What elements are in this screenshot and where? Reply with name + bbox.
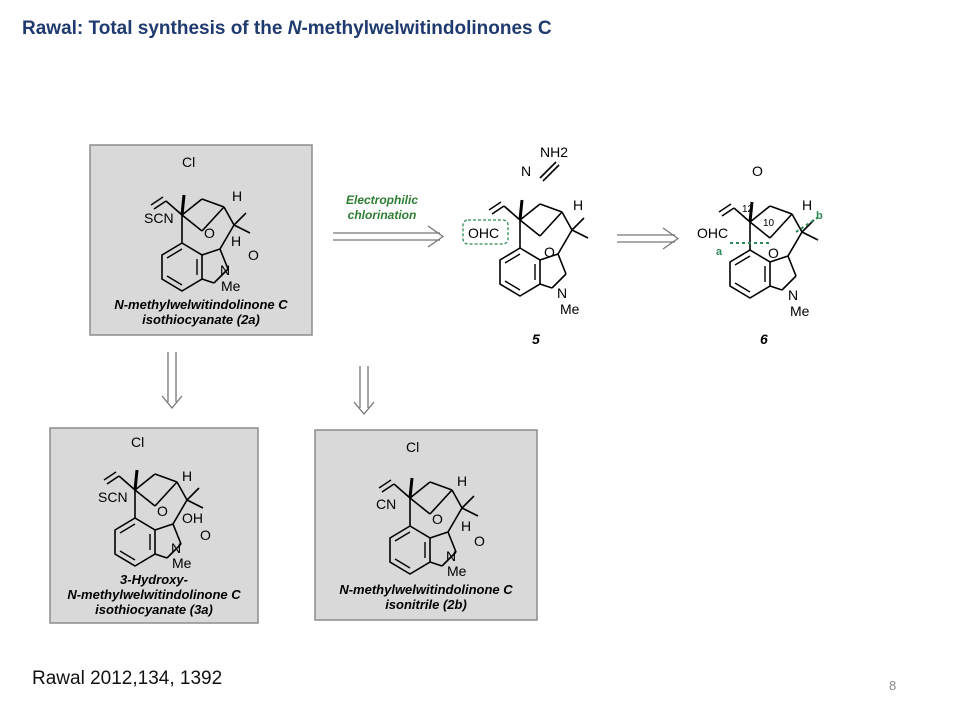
atom-h-5: H bbox=[573, 197, 583, 213]
citation: Rawal 2012,134, 1392 bbox=[32, 668, 223, 689]
compound-3a-name-1: 3-Hydroxy- bbox=[120, 572, 188, 587]
compound-5-structure bbox=[487, 198, 590, 298]
title-suffix: -methylwelwitindolinones C bbox=[301, 18, 552, 39]
reagent-line-1: Electrophilic bbox=[346, 193, 418, 207]
title-prefix: Rawal: Total synthesis of the bbox=[22, 18, 288, 39]
compound-2b: Cl H CN O H O N Me N-methylwelwitindolin… bbox=[314, 429, 538, 621]
atom-h2-2b: H bbox=[461, 518, 471, 534]
atom-o2: O bbox=[248, 247, 259, 263]
atom-h-6: H bbox=[802, 197, 812, 213]
atom-cn-2b: CN bbox=[376, 496, 396, 512]
atom-h-3a: H bbox=[182, 468, 192, 484]
compound-2a: Cl H SCN O H O N Me N-methylwelwitindoli… bbox=[89, 144, 313, 336]
atom-cl-3a: Cl bbox=[131, 434, 144, 450]
atom-o-5: O bbox=[544, 244, 555, 260]
atom-num-12: 12 bbox=[742, 204, 754, 215]
atom-ohc-6: OHC bbox=[697, 225, 728, 241]
atom-n: N bbox=[220, 262, 230, 278]
arrow-5-to-6 bbox=[617, 227, 680, 250]
compound-2a-box bbox=[89, 144, 313, 336]
atom-o2-2b: O bbox=[474, 533, 485, 549]
atom-o-3a: O bbox=[157, 503, 168, 519]
atom-scn: SCN bbox=[144, 210, 174, 226]
atom-o-6-top: O bbox=[752, 163, 763, 179]
compound-5: N NH2 OHC O H N Me 5 bbox=[462, 144, 590, 347]
atom-n-hydrazone: N bbox=[521, 163, 531, 179]
compound-3a-box bbox=[49, 427, 259, 624]
compound-3a: Cl H SCN O OH O N Me 3-Hydroxy- N-methyl… bbox=[49, 427, 259, 624]
atom-n-6: N bbox=[788, 287, 798, 303]
atom-o: O bbox=[204, 225, 215, 241]
atom-num-10: 10 bbox=[763, 218, 775, 229]
reagent-line-2: chlorination bbox=[348, 208, 417, 222]
arrow-2a-to-3a bbox=[161, 352, 183, 410]
cleave-mark-b bbox=[795, 215, 821, 233]
atom-h2: H bbox=[231, 233, 241, 249]
atom-o-2b: O bbox=[432, 511, 443, 527]
atom-o2-3a: O bbox=[200, 527, 211, 543]
compound-6: O 12 10 H OHC O N Me a b 6 bbox=[697, 163, 823, 347]
page-number: 8 bbox=[889, 678, 897, 693]
compound-3a-name-3: isothiocyanate (3a) bbox=[95, 602, 213, 617]
atom-o-6: O bbox=[768, 245, 779, 261]
atom-cl-2b: Cl bbox=[406, 439, 419, 455]
atom-me-2b: Me bbox=[447, 563, 467, 579]
compound-6-label: 6 bbox=[760, 331, 768, 347]
atom-n-3a: N bbox=[171, 540, 181, 556]
compound-5-label: 5 bbox=[532, 331, 540, 347]
compound-2b-box bbox=[314, 429, 538, 621]
compound-2a-name-1: N-methylwelwitindolinone C bbox=[114, 297, 288, 312]
atom-n-2b: N bbox=[446, 548, 456, 564]
atom-n-5: N bbox=[557, 285, 567, 301]
compound-2b-name-2: isonitrile (2b) bbox=[385, 597, 467, 612]
compound-2a-name-2: isothiocyanate (2a) bbox=[142, 312, 260, 327]
atom-cl: Cl bbox=[182, 154, 195, 170]
arrow-2a-to-5 bbox=[333, 225, 445, 248]
atom-me-6: Me bbox=[790, 303, 810, 319]
atom-nh2: NH2 bbox=[540, 144, 568, 160]
compound-2b-name-1: N-methylwelwitindolinone C bbox=[339, 582, 513, 597]
formyl-highlight bbox=[462, 219, 509, 245]
atom-me-3a: Me bbox=[172, 555, 192, 571]
atom-ohc: OHC bbox=[468, 225, 499, 241]
title-italic: N bbox=[287, 18, 302, 39]
atom-scn-3a: SCN bbox=[98, 489, 128, 505]
atom-me: Me bbox=[221, 278, 241, 294]
arrow-2a-to-2b bbox=[353, 366, 375, 416]
compound-3a-name-2: N-methylwelwitindolinone C bbox=[67, 587, 241, 602]
atom-h-2b: H bbox=[457, 473, 467, 489]
slide-title: Rawal: Total synthesis of the N-methylwe… bbox=[22, 18, 552, 40]
atom-me-5: Me bbox=[560, 301, 580, 317]
bond-label-a: a bbox=[716, 246, 723, 258]
atom-h: H bbox=[232, 188, 242, 204]
bond-label-b: b bbox=[816, 210, 823, 222]
atom-oh-3a: OH bbox=[182, 510, 203, 526]
